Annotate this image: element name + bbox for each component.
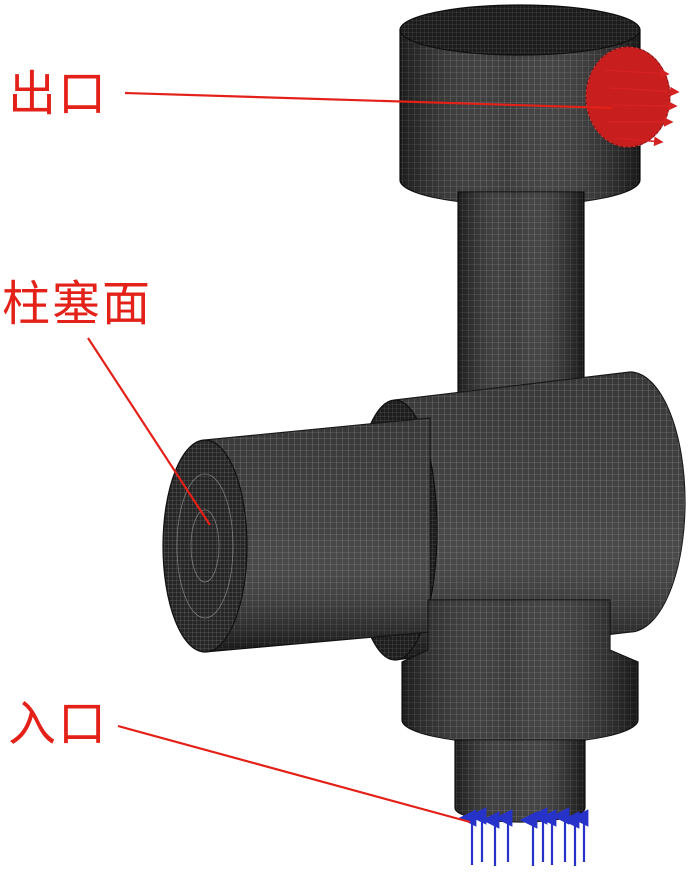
outlet-boundary-patch: [585, 46, 680, 148]
neck-tube: [457, 191, 585, 413]
inlet-label: 入口: [8, 696, 109, 752]
plunger-cylinder: [162, 417, 431, 653]
plunger-face-leader-line: [87, 337, 211, 526]
outlet-leader-line: [124, 91, 613, 110]
inlet-leader-line: [117, 724, 471, 824]
outlet-chamber: [399, 4, 641, 206]
inlet-tube: [454, 739, 586, 823]
plunger-face-label: 柱塞面: [2, 276, 153, 332]
lower-flange: [401, 599, 639, 745]
outlet-label: 出口: [8, 66, 109, 122]
inlet-flow-arrows: [458, 807, 589, 866]
